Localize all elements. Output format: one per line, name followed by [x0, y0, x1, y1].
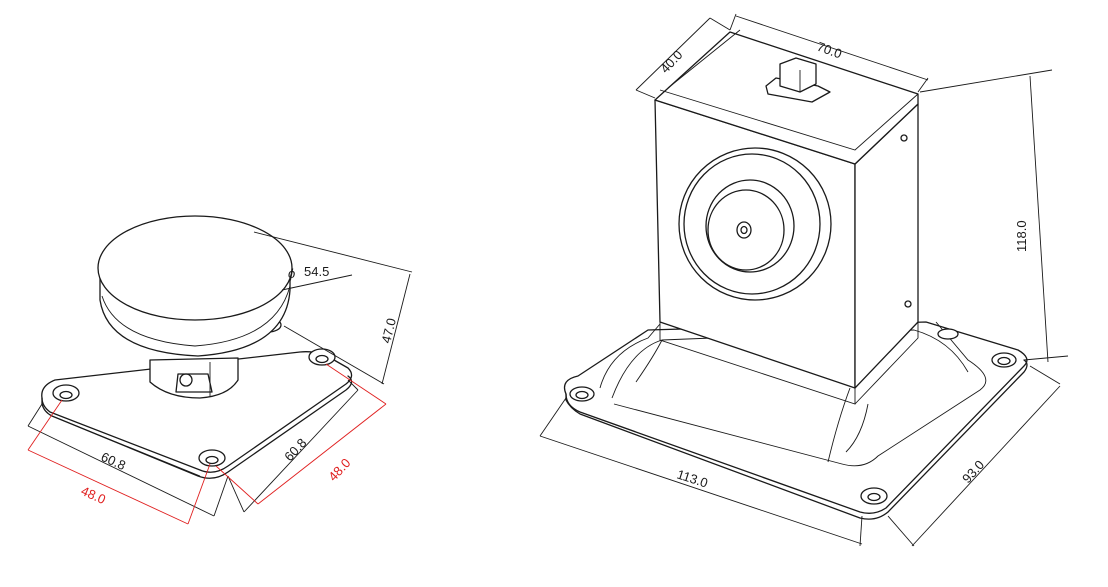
dim-height-right: 118.0: [919, 69, 1069, 363]
dim-height: 47.0: [378, 273, 411, 385]
square-base-plate: [41, 351, 353, 479]
height-label: 47.0: [378, 317, 399, 345]
release-button: [765, 57, 831, 103]
magnet-face: [678, 147, 832, 301]
base-depth-label: 60.8: [281, 435, 309, 464]
height-right-label: 118.0: [1014, 220, 1029, 252]
hole-spacing-side-label: 48.0: [325, 455, 353, 484]
pivot-joint: [149, 357, 239, 399]
dim-diameter: ϕ 54.5: [253, 231, 413, 385]
base-width-label: 60.8: [99, 449, 128, 473]
rectangular-base-plate: [563, 321, 1028, 520]
round-holder-view: ϕ 54.5 47.0 60.8 60.8 48.0: [27, 215, 413, 525]
base-width-right-label: 93.0: [959, 457, 987, 486]
diameter-symbol: ϕ: [288, 266, 295, 281]
diameter-label: 54.5: [304, 264, 329, 279]
base-mounting-holes: [569, 328, 1017, 505]
hole-spacing-front-label: 48.0: [79, 483, 108, 507]
depth-label: 40.0: [657, 47, 685, 76]
width-label: 70.0: [815, 39, 844, 62]
wall-magnet-view: 40.0 70.0 118.0 113.0 93.0: [539, 13, 1069, 547]
armature-disc: [97, 215, 293, 357]
